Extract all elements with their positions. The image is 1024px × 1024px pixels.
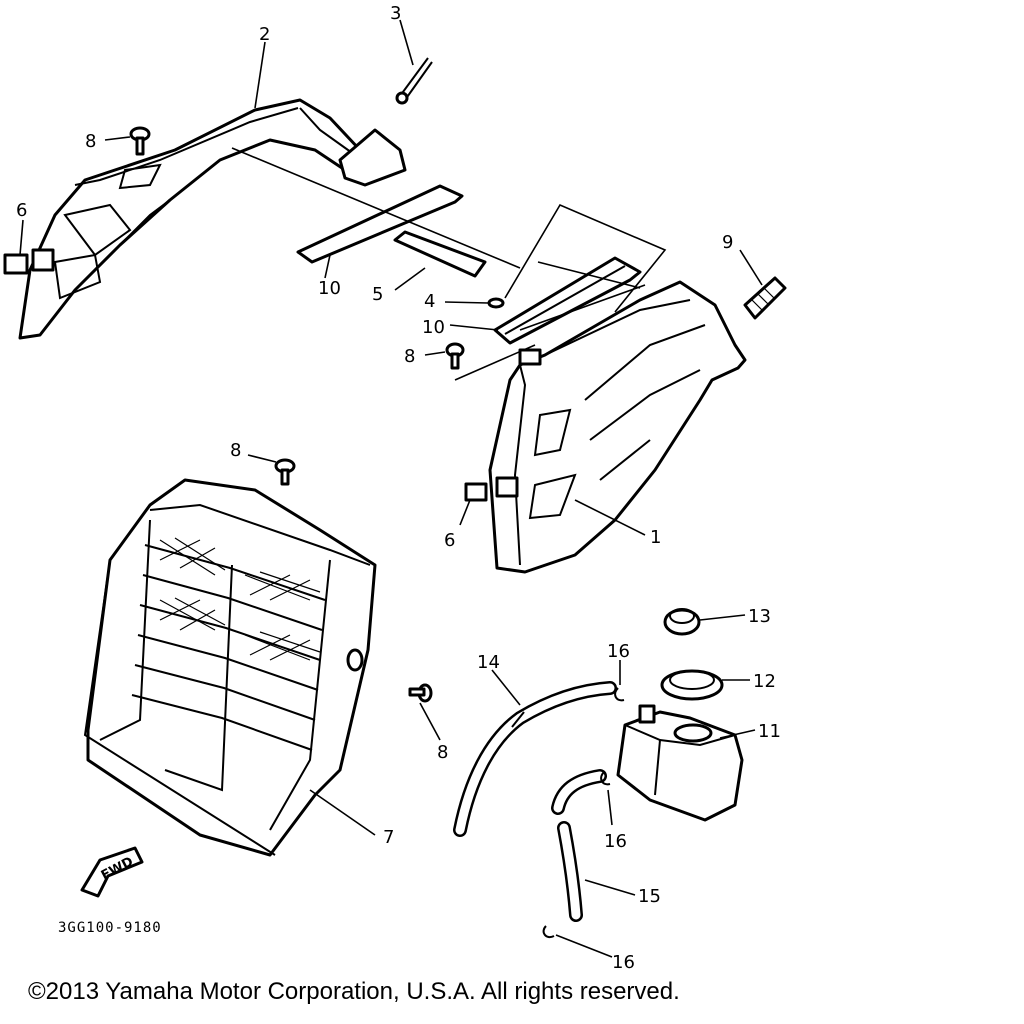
part-11-tank (616, 704, 744, 822)
part-2-left-shroud (18, 98, 362, 340)
callout-3: 3 (390, 3, 401, 24)
part-8-screw-d (408, 683, 433, 703)
callouts: 2 3 8 6 10 5 4 10 8 9 8 6 1 8 7 13 12 11… (16, 3, 781, 973)
part-3-stay (338, 57, 433, 187)
part-16-clamp-c (542, 925, 555, 938)
callout-8: 8 (404, 346, 415, 367)
part-12-ring (660, 669, 724, 701)
part-7-grille (83, 478, 377, 857)
callout-6: 6 (16, 200, 27, 221)
part-8-screw-a (129, 126, 151, 156)
drawing-code: 3GG100-9180 (58, 920, 162, 936)
callout-8: 8 (437, 742, 448, 763)
callout-10: 10 (318, 278, 341, 299)
part-1-right-shroud (488, 280, 747, 574)
part-9-bolt (743, 276, 787, 320)
part-4-pad (487, 297, 505, 309)
fwd-arrow-icon: FWD (80, 846, 144, 898)
part-6-nut-right (464, 476, 519, 502)
part-8-screw-b (445, 342, 465, 370)
callout-7: 7 (383, 827, 394, 848)
callout-8: 8 (230, 440, 241, 461)
callout-8: 8 (85, 131, 96, 152)
part-15-hose (551, 769, 607, 922)
part-13-cap (663, 608, 701, 636)
part-8-screw-c (274, 458, 296, 486)
part-14-hose (453, 681, 617, 837)
copyright-notice: ©2013 Yamaha Motor Corporation, U.S.A. A… (28, 978, 680, 1005)
part-5-bar (393, 230, 487, 278)
leader-lines (19, 19, 763, 958)
callout-12: 12 (753, 671, 776, 692)
callout-2: 2 (259, 24, 270, 45)
callout-15: 15 (638, 886, 661, 907)
callout-5: 5 (372, 284, 383, 305)
callout-4: 4 (424, 291, 435, 312)
part-6-nut-left (3, 248, 55, 275)
callout-6: 6 (444, 530, 455, 551)
callout-9: 9 (722, 232, 733, 253)
callout-1: 1 (650, 527, 661, 548)
callout-13: 13 (748, 606, 771, 627)
callout-16: 16 (607, 641, 630, 662)
callout-16: 16 (612, 952, 635, 973)
callout-16: 16 (604, 831, 627, 852)
part-16-clamp-b (600, 771, 611, 786)
callout-10: 10 (422, 317, 445, 338)
part-16-clamp-a (614, 687, 625, 702)
callout-11: 11 (758, 721, 781, 742)
part-10-rail-left (296, 184, 464, 264)
callout-14: 14 (477, 652, 500, 673)
